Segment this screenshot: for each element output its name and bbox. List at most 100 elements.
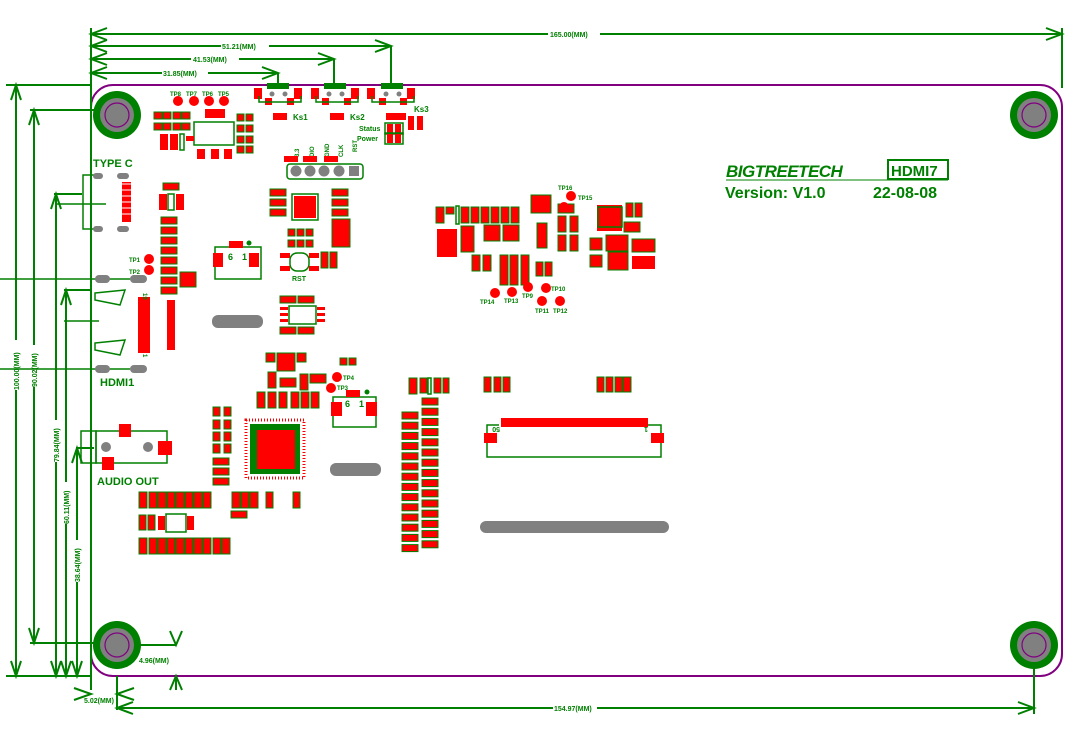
tp5-label: TP5 — [218, 92, 230, 98]
tp13-label: TP13 — [504, 299, 519, 305]
resistor — [421, 428, 439, 437]
fpc-connector: 50 1 — [483, 376, 664, 458]
power-ic-block — [153, 111, 254, 159]
dim-audio-label: 38.64(MM) — [75, 548, 82, 582]
resistor — [401, 493, 419, 502]
dim-overall-width: 165.00(MM) — [88, 27, 1065, 690]
swd-header: 3.3 DIO GND CLK RST — [284, 140, 364, 180]
date-label: 22-08-08 — [873, 185, 937, 202]
power-section-right — [435, 194, 656, 286]
tp10-label: TP10 — [551, 287, 566, 293]
tp12-label: TP12 — [553, 309, 568, 315]
ks3-label: Ks3 — [414, 105, 429, 114]
resistor — [421, 540, 439, 549]
jst-connector-lower: 6 1 — [331, 389, 377, 428]
dim-hole-bottom-label: 4.96(MM) — [139, 658, 169, 665]
rst-label: RST — [292, 276, 307, 283]
resistor — [401, 533, 419, 542]
resistor — [421, 499, 439, 508]
resistor — [421, 448, 439, 457]
test-points-right: TP16 TP15 TP14 TP13 TP9 TP10 TP11 TP12 — [480, 186, 593, 315]
resistor — [401, 411, 419, 420]
hdmi1-label: HDMI1 — [100, 377, 134, 389]
dim-overall-height: 100.00(MM) — [6, 81, 91, 680]
passive-column-left — [159, 182, 197, 350]
resistor — [401, 482, 419, 491]
tp14-label: TP14 — [480, 300, 495, 306]
jst-upper-pin6: 6 — [228, 252, 233, 262]
tp8-label: TP8 — [170, 92, 182, 98]
led-status: Status — [359, 122, 404, 135]
slot-bottom — [480, 521, 669, 533]
mounting-hole-bottom-left — [93, 621, 141, 669]
type-c-label: TYPE C — [93, 158, 133, 170]
dim-audio: 38.64(MM) — [71, 444, 94, 680]
ks1-label: Ks1 — [293, 113, 308, 122]
dim-ks2-offset: 41.53(MM) — [88, 52, 337, 84]
hdmi1-connector: 19 1 HDMI1 — [0, 275, 150, 389]
slot-middle — [330, 463, 381, 476]
resistor — [401, 442, 419, 451]
resistor — [401, 513, 419, 522]
tp3-label: TP3 — [337, 386, 349, 392]
resistor — [401, 462, 419, 471]
tp4-label: TP4 — [343, 376, 355, 382]
resistor — [421, 397, 439, 406]
button-ks3: Ks3 — [367, 83, 429, 130]
resistor — [421, 468, 439, 477]
rst-button: RST — [280, 251, 338, 283]
dim-hole-left-label: 5.02(MM) — [84, 698, 114, 705]
swd-3v3-label: 3.3 — [295, 148, 301, 157]
dim-type-c-label: 79.84(MM) — [54, 428, 61, 462]
passives-bottom-left — [138, 491, 301, 555]
dim-ks3-label: 51.21(MM) — [222, 44, 256, 51]
dim-hole-horizontal-label: 154.97(MM) — [554, 706, 592, 713]
swd-clk-label: CLK — [339, 144, 345, 157]
dim-hdmi1-label: 60.11(MM) — [64, 491, 71, 524]
resistor — [401, 544, 419, 553]
audio-out-label: AUDIO OUT — [97, 476, 159, 488]
jst-lower-pin1: 1 — [359, 399, 364, 409]
main-soc — [244, 418, 306, 480]
resistor-columns — [401, 377, 450, 553]
type-c-connector: TYPE C — [55, 158, 133, 232]
tp16-label: TP16 — [558, 186, 573, 192]
resistor — [401, 421, 419, 430]
slot-left — [212, 315, 263, 328]
resistor — [421, 417, 439, 426]
dim-type-c: 79.84(MM) — [50, 190, 82, 680]
jst-connector-upper: 6 1 — [213, 240, 262, 280]
audio-out-connector: AUDIO OUT — [80, 424, 172, 488]
passives-middle-cluster: TP4 TP3 — [256, 352, 357, 409]
status-label: Status — [359, 126, 381, 133]
tp11-label: TP11 — [535, 309, 550, 315]
test-points-left: TP1 TP2 — [129, 254, 154, 276]
dim-height-label: 100.00(MM) — [14, 352, 21, 390]
dim-overall-width-label: 165.00(MM) — [550, 32, 588, 39]
button-ks1: Ks1 — [254, 83, 308, 122]
jst-lower-pin6: 6 — [345, 399, 350, 409]
dim-ks1-offset: 31.85(MM) — [88, 66, 281, 84]
fpc-pin50-label: 50 — [492, 425, 500, 432]
dim-hdmi1: 60.11(MM) — [60, 286, 91, 680]
resistor — [421, 530, 439, 539]
dim-ks1-label: 31.85(MM) — [163, 71, 197, 78]
mounting-hole-top-right — [1010, 91, 1058, 139]
resistor — [401, 431, 419, 440]
tp7-label: TP7 — [186, 92, 198, 98]
hdmi-pin19-label: 19 — [141, 293, 147, 300]
tp2-label: TP2 — [129, 270, 141, 276]
brand-name: BIGTREETECH — [726, 162, 844, 181]
led-power: Power — [357, 132, 404, 145]
dim-ks2-label: 41.53(MM) — [193, 57, 227, 64]
resistor — [401, 523, 419, 532]
swd-rst-label: RST — [353, 140, 359, 152]
button-ks2: Ks2 — [311, 83, 365, 122]
ic-soic — [279, 295, 325, 335]
tp9-label: TP9 — [522, 294, 534, 300]
fpc-pin1-label: 1 — [644, 425, 648, 432]
mounting-hole-bottom-right — [1010, 621, 1058, 669]
resistor — [421, 458, 439, 467]
jst-upper-pin1: 1 — [242, 252, 247, 262]
